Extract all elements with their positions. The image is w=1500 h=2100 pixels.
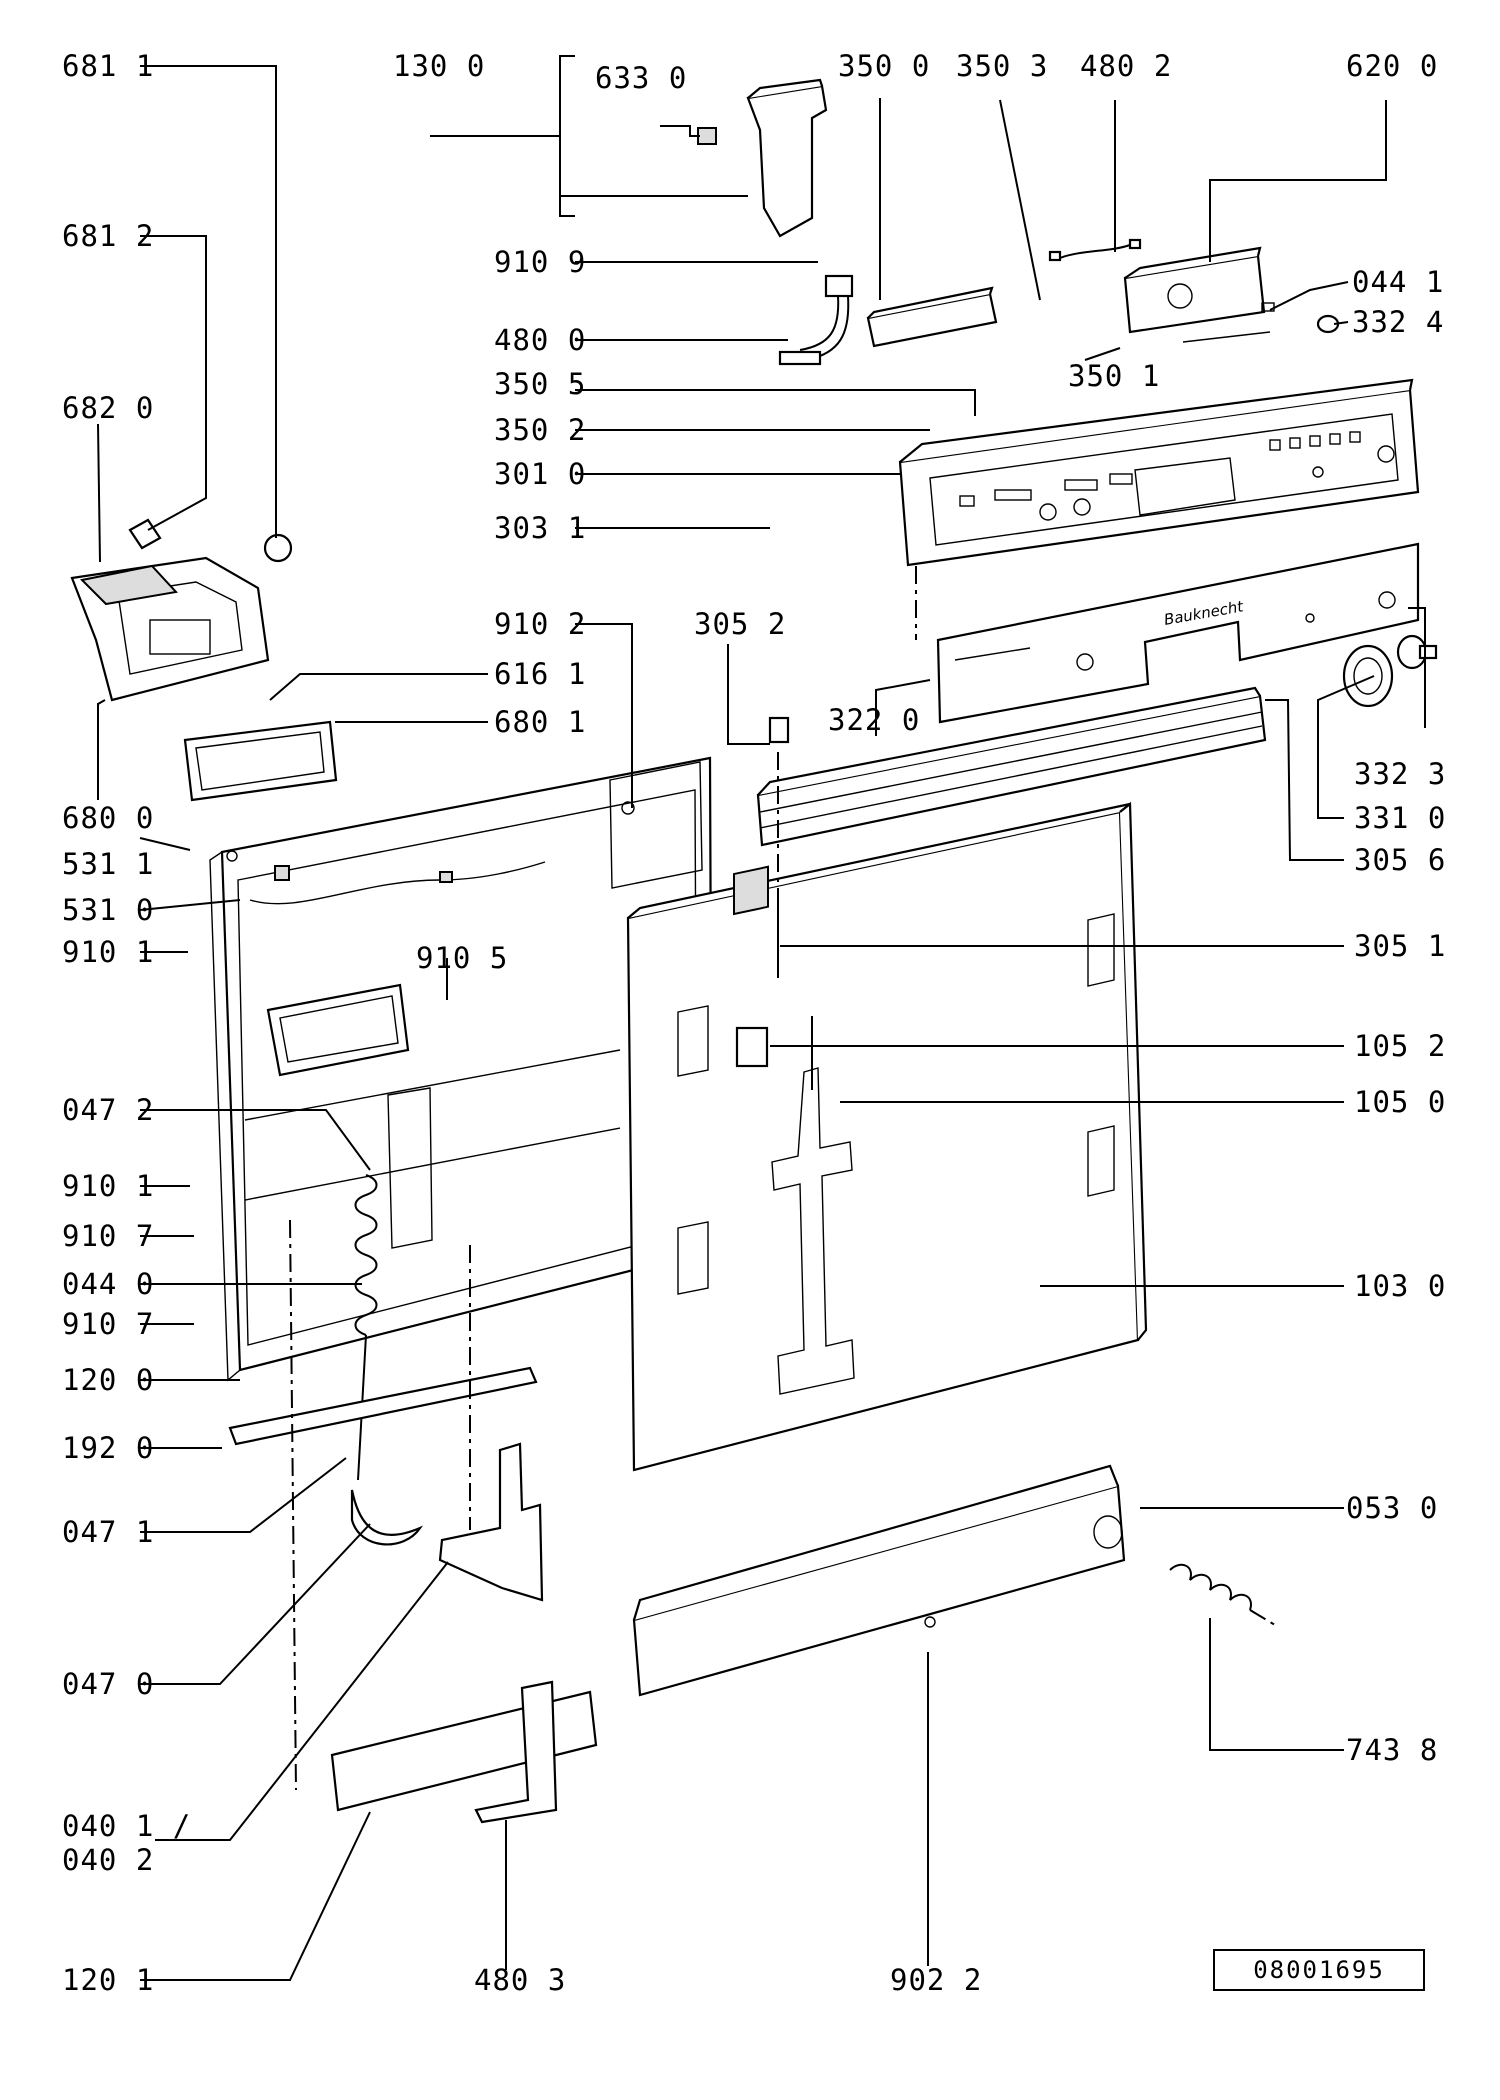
callout-350-0: 350 0	[838, 49, 930, 83]
hinge-bracket	[350, 1442, 544, 1602]
callout-902-2: 902 2	[890, 1963, 982, 1997]
spring-743-8	[1169, 1563, 1276, 1626]
callout-910-7b: 910 7	[62, 1307, 154, 1341]
small-cable	[1048, 238, 1142, 262]
callout-350-1: 350 1	[1068, 359, 1160, 393]
bracket-305-2	[768, 716, 790, 744]
callout-480-2: 480 2	[1080, 49, 1172, 83]
reference-box: 08001695	[1213, 1949, 1425, 1991]
callout-480-3: 480 3	[474, 1963, 566, 1997]
callout-044-1: 044 1	[1352, 265, 1444, 299]
base-strip	[228, 1366, 538, 1446]
dispenser-gasket	[183, 720, 338, 802]
callout-130-0: 130 0	[393, 49, 485, 83]
callout-305-6: 305 6	[1354, 843, 1446, 877]
callout-301-0: 301 0	[494, 457, 586, 491]
callout-305-2: 305 2	[694, 607, 786, 641]
kick-plate	[632, 1464, 1126, 1697]
callout-044-0: 044 0	[62, 1267, 154, 1301]
callout-680-1: 680 1	[494, 705, 586, 739]
callout-680-0: 680 0	[62, 801, 154, 835]
callout-531-1: 531 1	[62, 847, 154, 881]
callout-620-0: 620 0	[1346, 49, 1438, 83]
callout-480-0: 480 0	[494, 323, 586, 357]
clip-and-rod	[735, 898, 813, 1090]
callout-743-8: 743 8	[1346, 1733, 1438, 1767]
reference-number: 08001695	[1253, 1956, 1385, 1984]
callout-303-1: 303 1	[494, 511, 586, 545]
leader-lines	[97, 55, 1426, 1981]
electronic-module	[1123, 246, 1340, 343]
callout-681-1: 681 1	[62, 49, 154, 83]
callout-910-1b: 910 1	[62, 1169, 154, 1203]
callout-910-1a: 910 1	[62, 935, 154, 969]
callout-053-0: 053 0	[1346, 1491, 1438, 1525]
alignment-lines	[289, 566, 917, 1791]
callout-192-0: 192 0	[62, 1431, 154, 1465]
switch-block	[866, 286, 998, 348]
detergent-dispenser	[70, 518, 293, 702]
callout-120-0: 120 0	[62, 1363, 154, 1397]
callout-350-5: 350 5	[494, 367, 586, 401]
callout-105-0: 105 0	[1354, 1085, 1446, 1119]
callout-682-0: 682 0	[62, 391, 154, 425]
callout-531-0: 531 0	[62, 893, 154, 927]
inner-door-panel	[209, 756, 714, 1382]
callout-305-1: 305 1	[1354, 929, 1446, 963]
callout-332-3: 332 3	[1354, 757, 1446, 791]
callout-322-0: 322 0	[828, 703, 920, 737]
callout-910-9: 910 9	[494, 245, 586, 279]
callout-331-0: 331 0	[1354, 801, 1446, 835]
callout-047-2: 047 2	[62, 1093, 154, 1127]
callout-633-0: 633 0	[595, 61, 687, 95]
callout-681-2: 681 2	[62, 219, 154, 253]
lower-panel	[330, 1680, 598, 1824]
callout-103-0: 103 0	[1354, 1269, 1446, 1303]
door-lock	[697, 78, 828, 238]
callout-047-1: 047 1	[62, 1515, 154, 1549]
callout-047-0: 047 0	[62, 1667, 154, 1701]
callout-labels: 681 1 130 0 633 0 350 0 350 3 480 2 620 …	[62, 49, 1446, 1997]
decor-panel: Bauknecht	[936, 542, 1420, 724]
wiring-harness	[778, 274, 854, 366]
callout-616-1: 616 1	[494, 657, 586, 691]
callout-120-1: 120 1	[62, 1963, 154, 1997]
callout-910-7a: 910 7	[62, 1219, 154, 1253]
callout-332-4: 332 4	[1352, 305, 1444, 339]
callout-040-1: 040 1 /	[62, 1809, 191, 1843]
outer-door-panel	[626, 801, 1148, 1472]
callout-910-5: 910 5	[416, 941, 508, 975]
callout-040-2: 040 2	[62, 1843, 154, 1877]
control-panel-fascia	[898, 378, 1420, 567]
callout-910-2: 910 2	[494, 607, 586, 641]
callout-350-2: 350 2	[494, 413, 586, 447]
knob-assembly	[1342, 634, 1438, 708]
handle-strip	[756, 686, 1267, 847]
callout-105-2: 105 2	[1354, 1029, 1446, 1063]
callout-350-3: 350 3	[956, 49, 1048, 83]
